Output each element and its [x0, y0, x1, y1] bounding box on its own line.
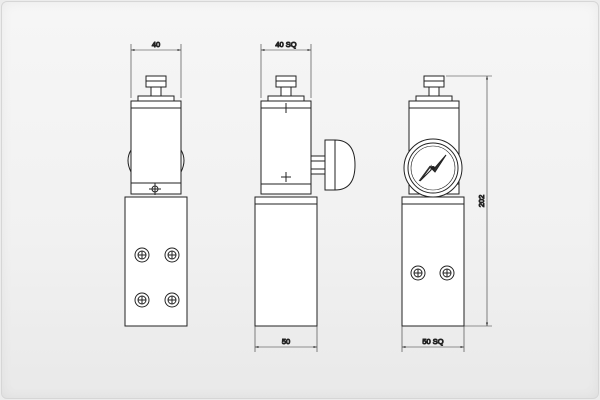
rear-port-left — [410, 265, 426, 281]
side-bolt-flange — [137, 95, 175, 102]
rear-bolt-stem — [428, 86, 440, 97]
pressure-gauge — [403, 138, 463, 198]
side-view: 40 — [124, 40, 188, 327]
rear-height-dimension — [446, 75, 492, 327]
front-bottom-label: 50 — [282, 337, 290, 346]
side-port-top-left — [134, 247, 150, 263]
side-screw-symbol — [149, 183, 161, 195]
front-top-dimension — [260, 44, 312, 98]
front-view: 40 SQ — [254, 40, 356, 352]
side-bolt-stem — [150, 86, 162, 97]
side-upper-housing — [130, 100, 182, 195]
rear-bottom-label: 50 SQ — [422, 337, 443, 346]
rear-port-right — [439, 265, 455, 281]
side-gauge-stub-right — [180, 149, 185, 173]
rear-bottom-dimension — [401, 326, 465, 352]
side-port-bottom-right — [164, 292, 180, 308]
side-width-dimension — [130, 44, 182, 98]
front-lower-block — [254, 196, 318, 327]
gauge-needle — [418, 154, 447, 182]
front-bolt-flange — [267, 95, 305, 102]
front-bolt-stem — [280, 86, 292, 97]
side-lower-block — [124, 196, 188, 327]
front-bottom-dimension — [254, 326, 318, 352]
rear-height-label: 202 — [477, 195, 486, 208]
rear-view: 50 SQ 202 — [401, 75, 492, 352]
front-top-label: 40 SQ — [275, 40, 296, 49]
front-gauge-profile — [310, 139, 356, 191]
rear-bolt-flange — [415, 95, 453, 102]
side-port-bottom-left — [134, 292, 150, 308]
side-gauge-stub-left — [127, 149, 132, 173]
rear-lower-block — [401, 196, 465, 327]
side-width-label: 40 — [152, 40, 160, 49]
front-crosshair-top — [281, 103, 291, 113]
front-crosshair-bottom — [281, 172, 291, 182]
side-port-top-right — [164, 247, 180, 263]
